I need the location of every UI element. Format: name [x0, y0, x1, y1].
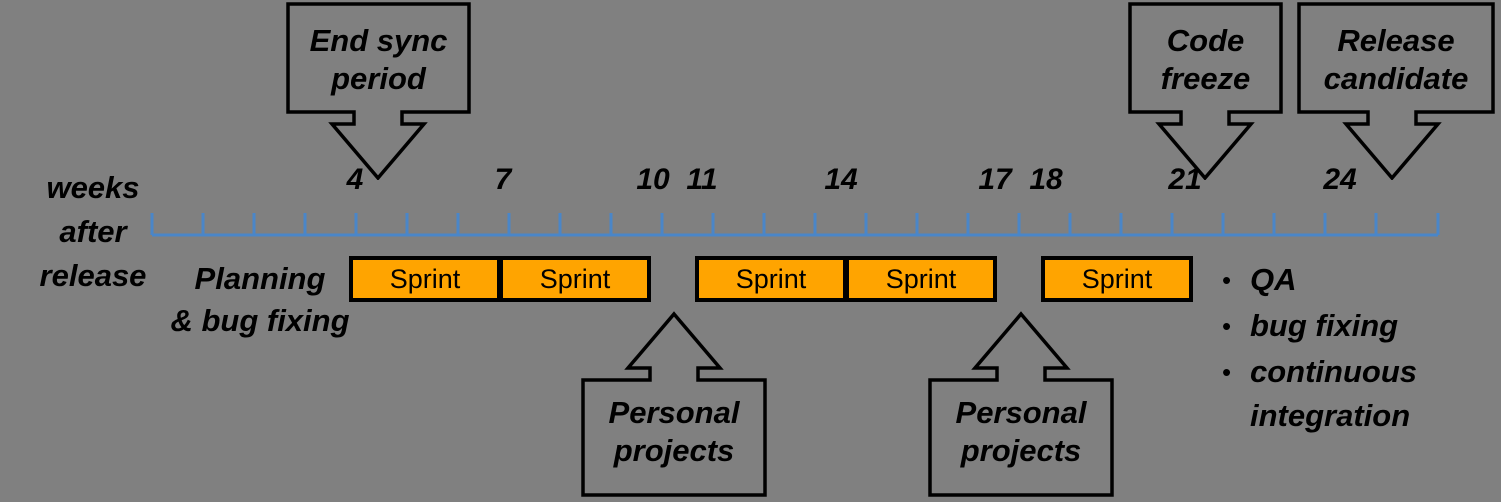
callout-shape-up [928, 311, 1114, 497]
callout-shape-down [1128, 2, 1283, 180]
sprint-box-3[interactable]: Sprint [695, 256, 847, 302]
callout-shape-down [1297, 2, 1495, 180]
sprint-box-4[interactable]: Sprint [845, 256, 997, 302]
planning-line-2: & bug fixing [170, 303, 350, 338]
axis-label: weeks after release [18, 166, 168, 298]
week-label-7: 7 [494, 163, 512, 196]
list-item: • QA [1222, 258, 1501, 302]
callout-shape-up [581, 311, 767, 497]
week-label-18: 18 [1029, 163, 1063, 196]
callout-personal-projects-2[interactable]: Personal projects [928, 310, 1114, 498]
callout-release-candidate[interactable]: Release candidate [1297, 2, 1495, 180]
callout-code-freeze[interactable]: Code freeze [1128, 2, 1283, 180]
week-label-4: 4 [346, 163, 364, 196]
week-label-17: 17 [978, 163, 1012, 196]
list-item-label: continuous integration [1250, 354, 1418, 433]
axis-label-line-1: weeks [46, 170, 140, 205]
notes-list: • QA • bug fixing • continuous integrati… [1222, 258, 1501, 440]
list-item-label: QA [1250, 262, 1297, 297]
callout-shape-down [286, 2, 471, 180]
week-label-14: 14 [824, 163, 858, 196]
list-item: • bug fixing [1222, 304, 1501, 348]
axis-label-line-2: after [59, 214, 127, 249]
week-label-24: 24 [1323, 163, 1357, 196]
planning-label: Planning & bug fixing [160, 258, 360, 342]
week-label-11: 11 [686, 163, 718, 196]
sprint-box-1[interactable]: Sprint [349, 256, 501, 302]
list-item-label: bug fixing [1250, 308, 1399, 343]
planning-line-1: Planning [194, 261, 326, 296]
sprint-box-5[interactable]: Sprint [1041, 256, 1193, 302]
axis-line-group [150, 213, 1440, 237]
week-label-10: 10 [636, 163, 670, 196]
axis-label-line-3: release [39, 258, 147, 293]
sprint-box-2[interactable]: Sprint [499, 256, 651, 302]
list-item: • continuous integration [1222, 350, 1501, 438]
bullet-icon: • [1222, 357, 1232, 387]
bullet-icon: • [1222, 265, 1232, 295]
callout-personal-projects-1[interactable]: Personal projects [581, 310, 767, 498]
bullet-icon: • [1222, 311, 1232, 341]
callout-end-sync-period[interactable]: End sync period [286, 2, 471, 180]
